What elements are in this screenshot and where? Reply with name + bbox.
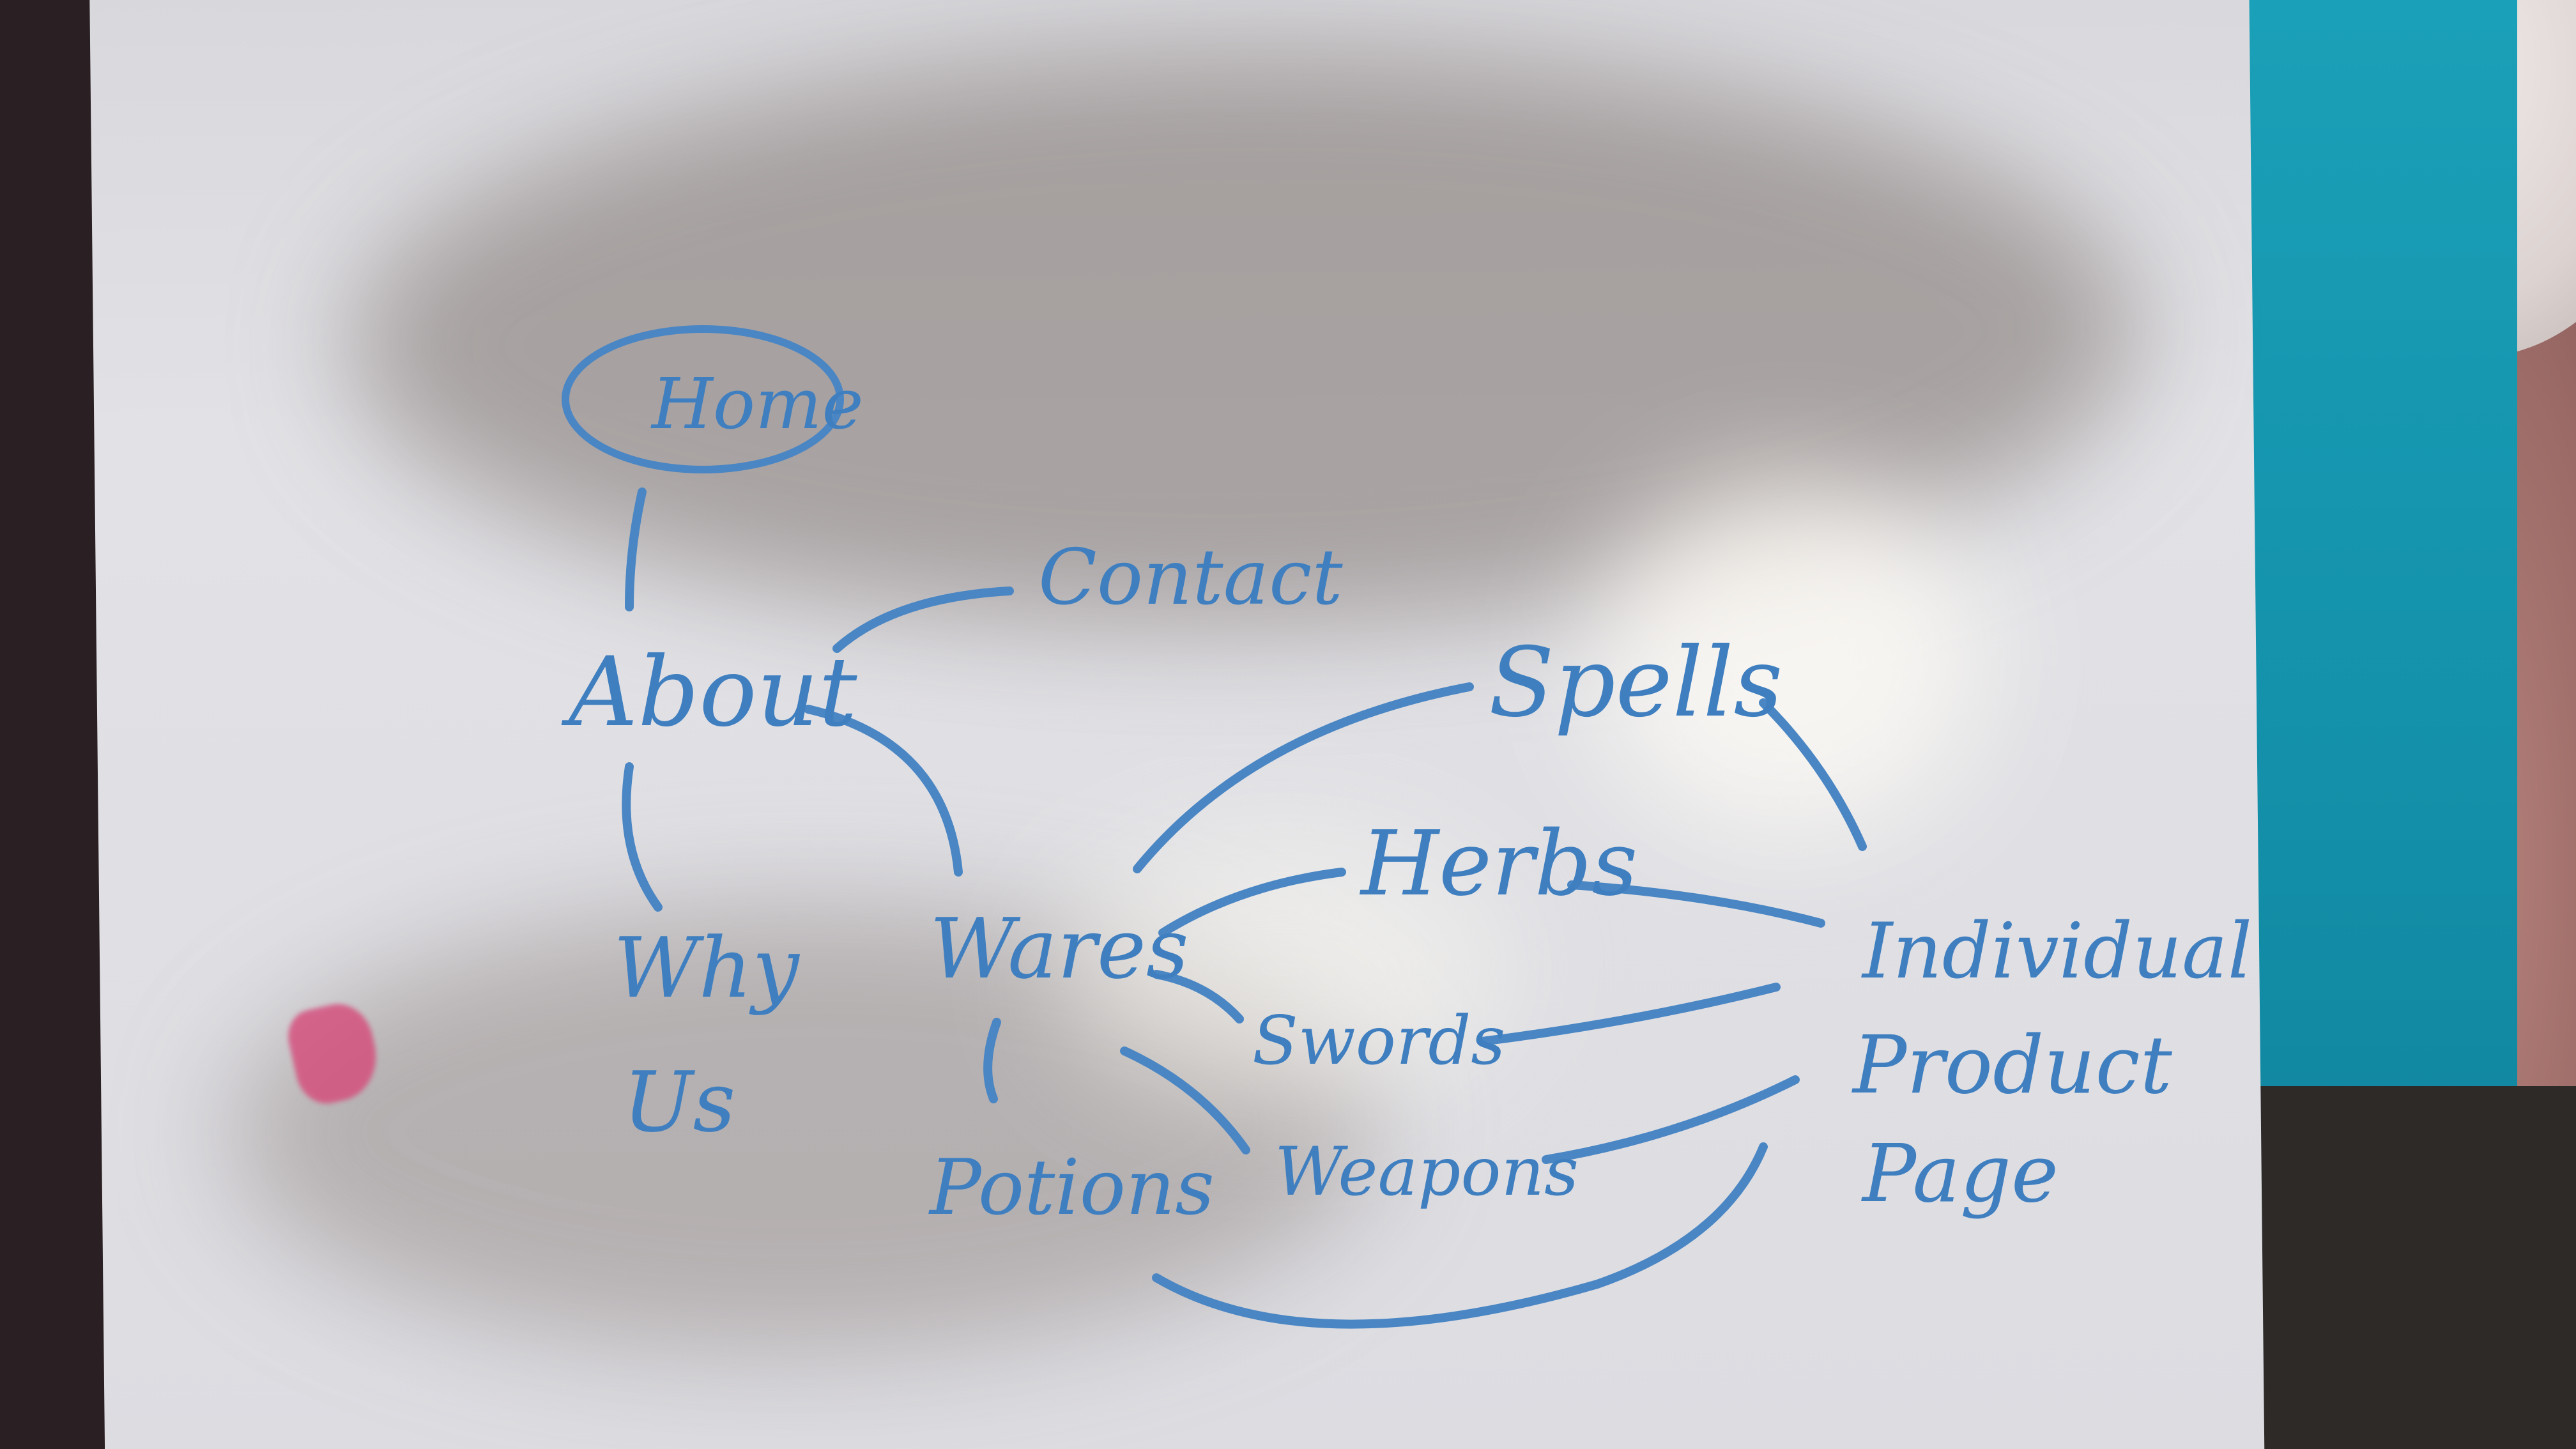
node-herbs: Herbs: [1359, 812, 1637, 916]
home-circle: [562, 325, 844, 473]
edge-potions-individual: [1152, 1142, 1768, 1329]
node-spells: Spells: [1489, 627, 1782, 739]
node-contact: Contact: [1038, 533, 1343, 622]
edge-weapons-individual: [1542, 1075, 1800, 1164]
edge-about-contact: [832, 586, 1014, 653]
edge-swords-individual: [1478, 983, 1781, 1046]
edge-spells-individual: [1759, 698, 1867, 851]
edge-about-wares: [804, 705, 963, 877]
node-why-us: Why: [613, 919, 800, 1016]
edge-home-about: [625, 487, 647, 611]
edge-wares-herbs: [1158, 868, 1346, 937]
folder-shadow: [2223, 1086, 2576, 1449]
edge-herbs-individual: [1567, 880, 1825, 928]
node-individual-product-page: Product: [1851, 1019, 2173, 1112]
edge-wares-weapons: [1120, 1046, 1250, 1154]
edge-wares-swords: [1152, 970, 1244, 1023]
edge-wares-potions: [983, 1018, 1001, 1103]
edge-about-whyus: [622, 762, 663, 912]
node-why-us: Us: [623, 1054, 735, 1151]
node-weapons: Weapons: [1275, 1133, 1579, 1211]
node-individual-product-page: Individual: [1861, 907, 2252, 996]
node-swords: Swords: [1252, 1002, 1505, 1080]
edge-wares-spells: [1133, 682, 1474, 873]
node-about: About: [561, 637, 857, 748]
node-wares: Wares: [930, 900, 1189, 997]
node-potions: Potions: [928, 1144, 1215, 1232]
node-individual-product-page: Page: [1861, 1128, 2058, 1220]
node-home: Home: [650, 363, 864, 445]
